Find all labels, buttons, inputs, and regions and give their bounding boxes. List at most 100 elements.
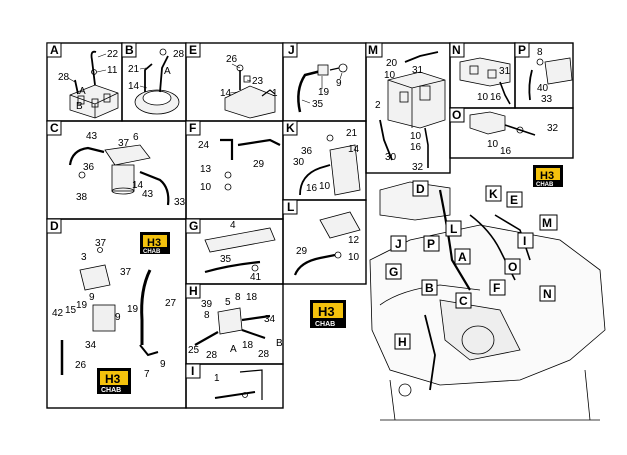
- svg-text:10: 10: [477, 92, 489, 103]
- svg-text:2: 2: [375, 100, 381, 111]
- svg-text:H3: H3: [105, 372, 121, 386]
- svg-text:C: C: [50, 121, 59, 135]
- overview-label-d: D: [412, 180, 429, 197]
- panel-o-callouts: 32 10 16: [487, 123, 559, 157]
- svg-text:O: O: [508, 260, 517, 274]
- overview-label-g: G: [385, 263, 402, 280]
- svg-text:A: A: [50, 43, 59, 57]
- overview-label-p: P: [423, 235, 440, 252]
- panel-f-letter: F: [185, 120, 201, 136]
- overview-machine: [369, 181, 606, 421]
- panel-j-letter: J: [282, 42, 298, 58]
- panel-i-callouts: 1: [214, 373, 220, 384]
- overview-label-f: F: [489, 279, 506, 296]
- svg-text:21: 21: [128, 64, 140, 75]
- svg-text:B: B: [125, 43, 134, 57]
- svg-text:36: 36: [83, 162, 95, 173]
- svg-text:18: 18: [242, 340, 254, 351]
- svg-text:10: 10: [384, 70, 396, 81]
- svg-text:A: A: [164, 66, 171, 77]
- svg-text:20: 20: [386, 58, 398, 69]
- svg-text:B: B: [276, 338, 283, 349]
- panel-b-letter: B: [121, 42, 137, 58]
- svg-text:CHAB: CHAB: [536, 182, 554, 188]
- svg-text:22: 22: [107, 49, 119, 60]
- svg-text:41: 41: [250, 272, 262, 283]
- svg-text:13: 13: [200, 164, 212, 175]
- svg-text:E: E: [189, 43, 197, 57]
- svg-text:D: D: [416, 182, 425, 196]
- svg-text:14: 14: [220, 88, 232, 99]
- panel-g-letter: G: [185, 218, 201, 234]
- svg-text:K: K: [489, 187, 498, 201]
- svg-text:CHAB: CHAB: [315, 321, 335, 328]
- svg-text:39: 39: [201, 299, 213, 310]
- svg-text:CHAB: CHAB: [143, 249, 161, 255]
- svg-text:C: C: [459, 294, 468, 308]
- svg-text:L: L: [450, 222, 457, 236]
- svg-text:G: G: [189, 219, 198, 233]
- svg-text:23: 23: [252, 76, 264, 87]
- panel-l-drawing: [293, 211, 361, 276]
- logo-panel-d-bottom: H3 CHAB: [97, 368, 131, 394]
- svg-text:B: B: [425, 281, 434, 295]
- panel-l-callouts: 12 29 10: [296, 235, 360, 263]
- overview-label-a: A: [454, 248, 471, 265]
- svg-text:9: 9: [336, 78, 342, 89]
- panel-f-callouts: 24 29 13 10: [198, 140, 265, 193]
- svg-text:32: 32: [547, 123, 559, 134]
- svg-text:10: 10: [200, 182, 212, 193]
- svg-text:37: 37: [118, 138, 130, 149]
- panel-c-letter: C: [46, 120, 62, 136]
- overview-label-j: J: [390, 235, 407, 252]
- overview-label-h: H: [394, 333, 411, 350]
- svg-text:19: 19: [318, 87, 330, 98]
- panel-i-letter: I: [185, 363, 201, 379]
- panel-f-drawing: [220, 138, 281, 191]
- svg-text:10: 10: [319, 181, 331, 192]
- svg-text:B: B: [76, 101, 83, 112]
- svg-text:30: 30: [293, 157, 305, 168]
- panel-g-drawing: [204, 227, 276, 274]
- svg-text:CHAB: CHAB: [101, 387, 121, 394]
- svg-text:D: D: [50, 219, 59, 233]
- overview-label-k: K: [485, 185, 502, 202]
- svg-text:4: 4: [230, 220, 236, 231]
- svg-text:A: A: [458, 250, 467, 264]
- panel-c-drawing: [68, 144, 170, 206]
- panel-h-drawing: [194, 307, 271, 346]
- svg-text:7: 7: [144, 369, 150, 380]
- svg-text:H3: H3: [147, 237, 161, 249]
- svg-text:18: 18: [246, 292, 258, 303]
- svg-text:34: 34: [85, 340, 97, 351]
- svg-text:25: 25: [188, 345, 200, 356]
- panel-p-letter: P: [514, 42, 530, 58]
- svg-text:1: 1: [214, 373, 220, 384]
- panel-m-callouts: 20 31 10 2 10 16 30 32: [375, 58, 424, 173]
- svg-text:N: N: [543, 287, 552, 301]
- panel-a-callouts: 22 11 28 A B: [58, 49, 119, 112]
- svg-text:14: 14: [132, 180, 144, 191]
- panel-a-drawing: [69, 50, 119, 119]
- svg-text:J: J: [395, 237, 402, 251]
- svg-text:16: 16: [490, 92, 502, 103]
- panel-h-callouts: 39 5 8 18 8 34 25 28 A 18 28 B: [188, 292, 283, 361]
- panel-k-callouts: 21 36 14 30 16 10: [293, 128, 360, 194]
- svg-text:O: O: [452, 108, 461, 122]
- logo-panel-d: H3 CHAB: [140, 232, 170, 255]
- panel-e-callouts: 26 23 14 1: [220, 54, 278, 99]
- panel-d-letter: D: [46, 218, 62, 234]
- svg-text:M: M: [368, 43, 378, 57]
- svg-text:30: 30: [385, 152, 397, 163]
- svg-text:L: L: [287, 200, 294, 214]
- panel-g-callouts: 4 35 41: [220, 220, 262, 283]
- svg-text:14: 14: [128, 81, 140, 92]
- svg-text:F: F: [189, 121, 196, 135]
- svg-text:37: 37: [120, 267, 132, 278]
- svg-text:28: 28: [206, 350, 218, 361]
- svg-text:1: 1: [272, 88, 278, 99]
- panel-m-drawing: [379, 51, 446, 168]
- panel-a-letter: A: [46, 42, 62, 58]
- svg-text:37: 37: [95, 238, 107, 249]
